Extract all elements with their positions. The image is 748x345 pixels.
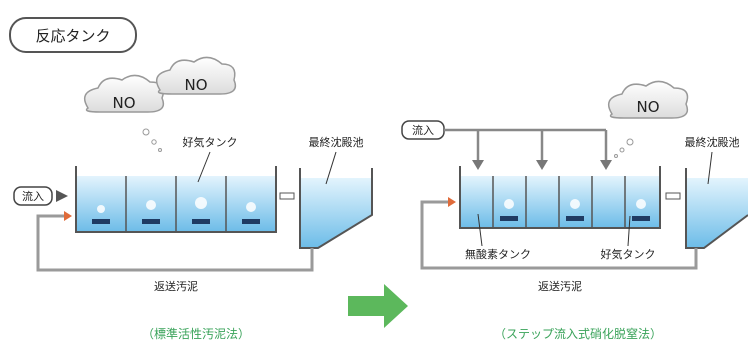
diffuser <box>566 216 584 221</box>
left-reaction-tank <box>75 166 277 233</box>
left-caption: （標準活性汚泥法） <box>142 326 250 341</box>
leader-line <box>627 215 631 247</box>
leader-line <box>477 213 483 247</box>
return-arrow-head <box>448 197 456 207</box>
no-cloud-left-2: NO <box>155 56 237 95</box>
diffuser <box>92 219 110 224</box>
left-aeration-tank-label: 好気タンク <box>183 135 238 149</box>
no-label-left-1: NO <box>112 94 135 112</box>
no-label-right: NO <box>636 98 659 116</box>
left-final-settling-tank <box>279 168 373 249</box>
left-return-sludge-pipe <box>36 214 314 272</box>
diffuser <box>242 219 260 224</box>
bubble <box>614 154 618 158</box>
no-cloud-right: NO <box>607 80 689 119</box>
right-inflow: 流入 <box>401 120 445 140</box>
diffuser <box>192 219 210 224</box>
left-return-sludge-label: 返送汚泥 <box>154 279 198 293</box>
left-final-settling-label: 最終沈殿池 <box>309 135 364 149</box>
header-label: 反応タンク <box>35 27 110 45</box>
bubble <box>626 138 634 146</box>
bubble <box>158 148 162 152</box>
header-label-box: 反応タンク <box>9 17 137 53</box>
right-anoxic-tank-label: 無酸素タンク <box>465 247 531 261</box>
transition-arrow <box>348 284 408 328</box>
bubble <box>151 139 157 145</box>
right-reaction-tank <box>459 166 661 229</box>
right-return-sludge-label: 返送汚泥 <box>538 279 582 293</box>
no-cloud-left-1: NO <box>83 74 165 113</box>
leader-line <box>197 151 211 183</box>
leader-line <box>325 151 337 185</box>
right-caption: （ステップ流入式硝化脱窒法） <box>494 326 662 341</box>
diffuser <box>500 216 518 221</box>
return-arrow-head <box>64 211 72 221</box>
leader-line <box>707 151 713 185</box>
right-inflow-label: 流入 <box>412 123 434 137</box>
left-inflow: 流入 <box>13 186 68 206</box>
no-label-left-2: NO <box>184 76 207 94</box>
right-final-settling-label: 最終沈殿池 <box>685 135 740 149</box>
left-inflow-label: 流入 <box>22 189 44 203</box>
right-aeration-tank-label: 好気タンク <box>601 247 656 261</box>
bubble <box>619 147 625 153</box>
diffuser <box>142 219 160 224</box>
diffuser <box>632 216 650 221</box>
right-return-sludge-pipe <box>420 200 698 270</box>
right-final-settling-tank <box>665 168 748 249</box>
bubble <box>142 128 150 136</box>
